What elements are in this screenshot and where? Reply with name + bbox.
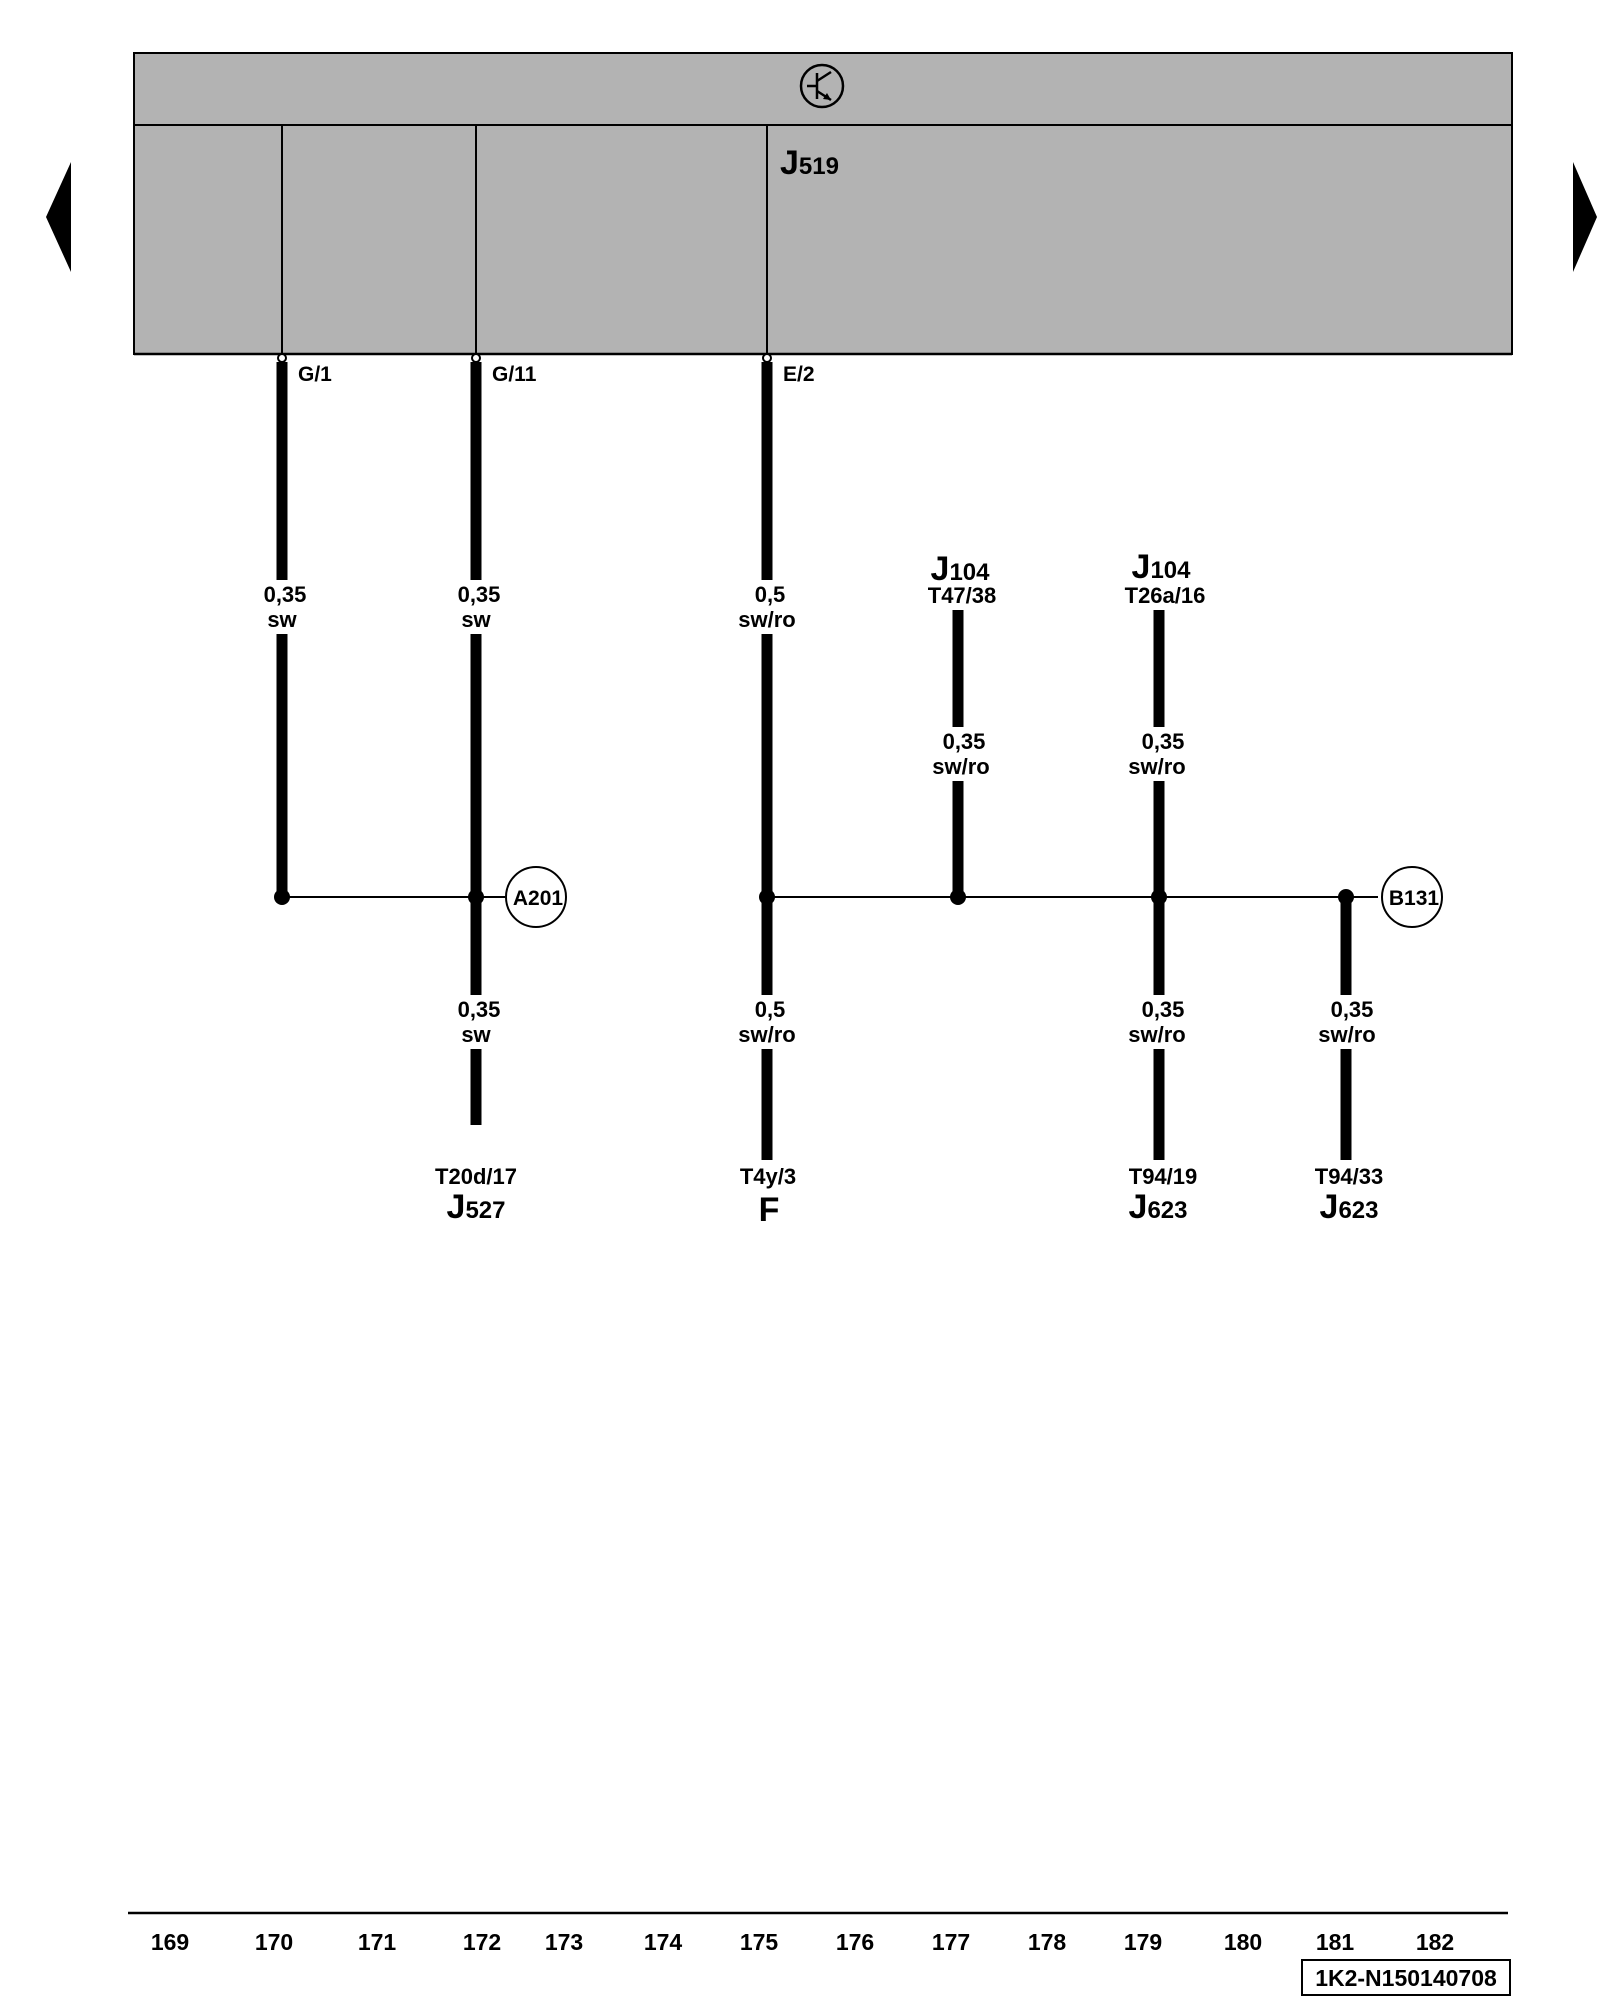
svg-text:B131: B131 — [1389, 887, 1440, 910]
connector-label: T20d/17 — [435, 1164, 517, 1189]
column-number: 171 — [358, 1929, 397, 1955]
component-j104: J104 — [1132, 548, 1192, 586]
wire-color: sw — [267, 607, 297, 632]
wire-color: sw/ro — [1128, 1022, 1185, 1047]
column-number: 175 — [740, 1929, 779, 1955]
pin-label: G/1 — [298, 363, 332, 386]
wire-color: sw/ro — [738, 607, 795, 632]
column-number: 178 — [1028, 1929, 1067, 1955]
wire-color: sw — [461, 607, 491, 632]
column-number: 169 — [151, 1929, 189, 1955]
column-number: 170 — [255, 1929, 293, 1955]
wires — [276, 362, 1352, 1160]
wire-size: 0,35 — [1142, 997, 1185, 1022]
wire-color: sw/ro — [1318, 1022, 1375, 1047]
transistor-symbol-icon — [799, 63, 845, 109]
wire-size: 0,35 — [1142, 729, 1185, 754]
triangle-left-icon[interactable] — [46, 162, 71, 272]
svg-text:J519: J519 — [780, 144, 839, 182]
wire-size: 0,35 — [264, 582, 307, 607]
component-j623: J623 — [1320, 1188, 1379, 1226]
column-number: 180 — [1224, 1929, 1262, 1955]
control-unit-j519: J519 — [133, 52, 1513, 356]
column-number: 181 — [1316, 1929, 1355, 1955]
control-unit-number: 519 — [799, 153, 839, 180]
column-number: 172 — [463, 1929, 501, 1955]
connector-label: T94/19 — [1129, 1164, 1198, 1189]
wire-color: sw/ro — [932, 754, 989, 779]
junction-dots — [274, 889, 1354, 905]
connector-label: T94/33 — [1315, 1164, 1384, 1189]
column-number: 173 — [545, 1929, 583, 1955]
pin-label: E/2 — [783, 363, 815, 386]
control-unit-name: J — [780, 144, 799, 182]
reference-code: 1K2-N150140708 — [1315, 1965, 1497, 1991]
component-f: F — [759, 1191, 780, 1229]
connector-label: T47/38 — [928, 583, 997, 608]
wire-size: 0,5 — [755, 582, 786, 607]
internal-lines — [281, 125, 768, 354]
wire-color: sw/ro — [1128, 754, 1185, 779]
wire-size: 0,5 — [755, 997, 786, 1022]
component-j104: J104 — [931, 550, 991, 588]
wire-color: sw — [461, 1022, 491, 1047]
column-number: 179 — [1124, 1929, 1162, 1955]
column-numbers: 169 170 171 172 173 174 175 176 177 178 179 180 181 1… — [151, 1929, 1454, 1955]
wire-size: 0,35 — [458, 997, 501, 1022]
reference-code-box: 1K2-N150140708 — [1301, 1959, 1511, 1996]
svg-text:A201: A201 — [513, 887, 564, 910]
column-number: 182 — [1416, 1929, 1454, 1955]
column-number: 177 — [932, 1929, 970, 1955]
column-number: 176 — [836, 1929, 874, 1955]
wire-size: 0,35 — [943, 729, 986, 754]
component-j527: J527 — [447, 1188, 506, 1226]
triangle-right-icon[interactable] — [1573, 162, 1597, 272]
column-number: 174 — [644, 1929, 683, 1955]
component-j623: J623 — [1129, 1188, 1188, 1226]
node-b131: B131 — [1381, 866, 1443, 928]
wire-size: 0,35 — [1331, 997, 1374, 1022]
connector-label: T4y/3 — [740, 1164, 796, 1189]
pin-label: G/11 — [492, 363, 537, 386]
node-a201: A201 — [505, 866, 567, 928]
wire-size: 0,35 — [458, 582, 501, 607]
wire-color: sw/ro — [738, 1022, 795, 1047]
connector-label: T26a/16 — [1125, 583, 1206, 608]
control-unit-body — [133, 124, 1513, 355]
